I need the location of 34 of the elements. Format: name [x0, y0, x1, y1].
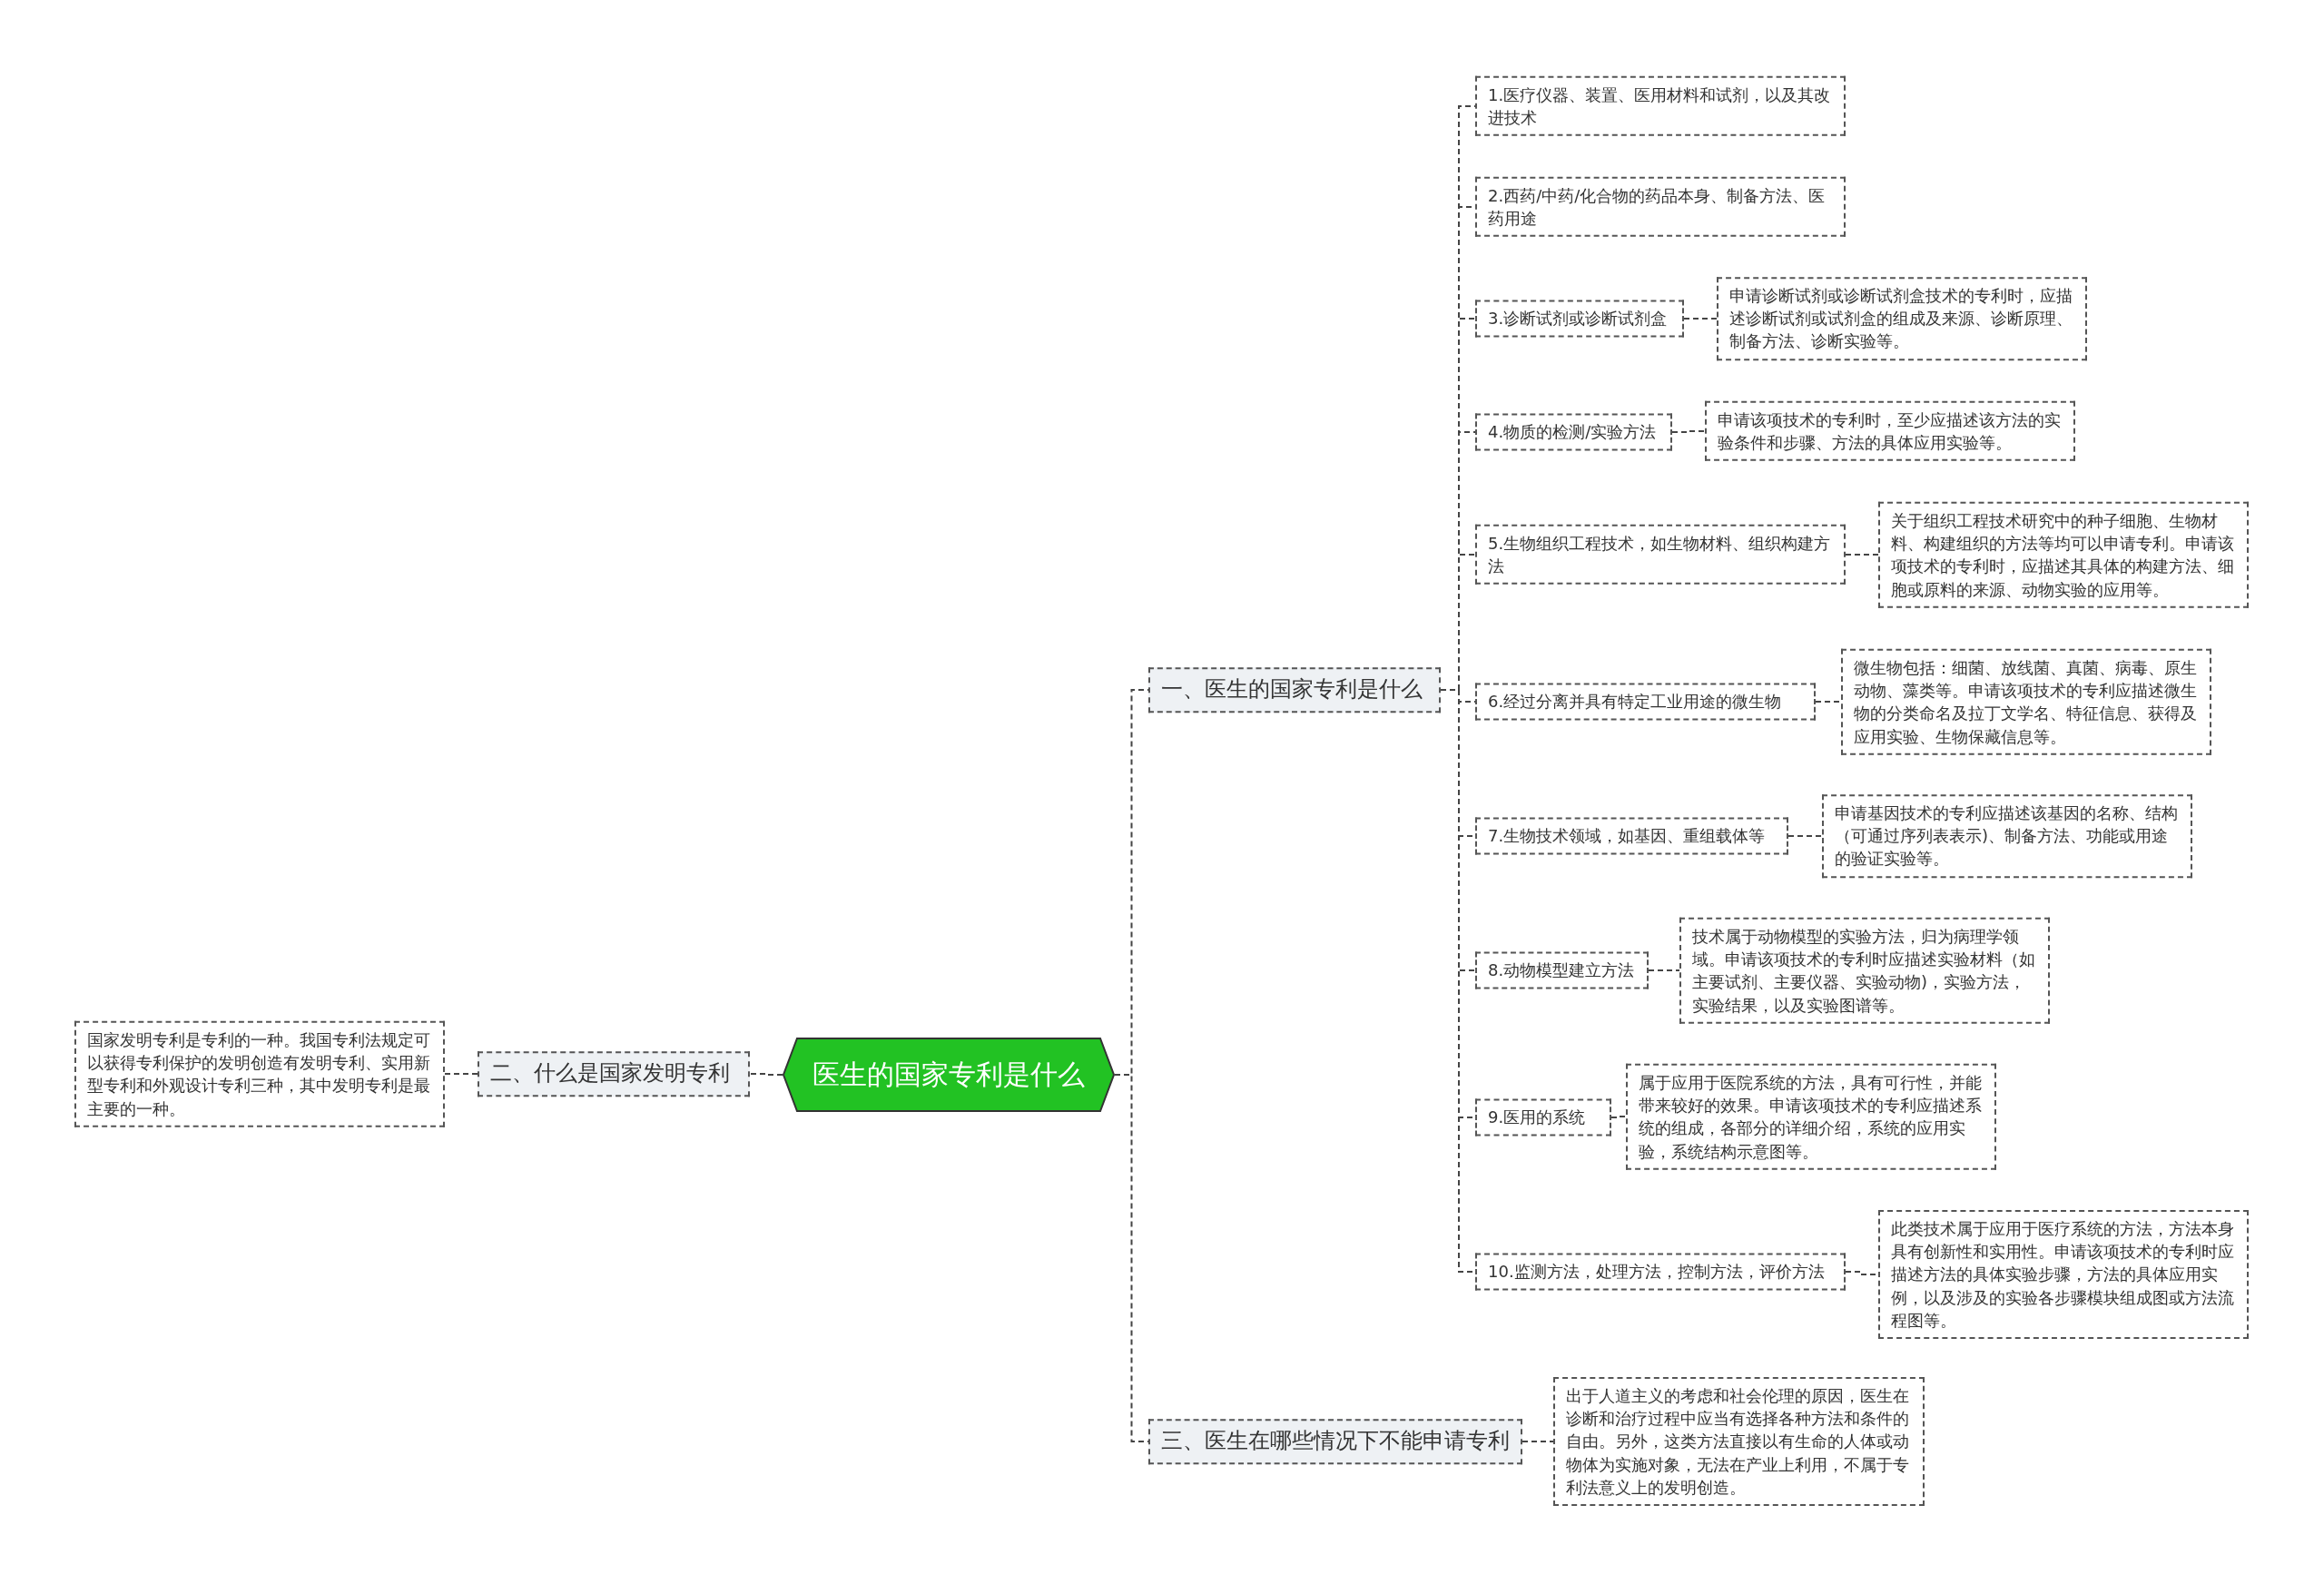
topic-box: 三、医生在哪些情况下不能申请专利: [1148, 1419, 1522, 1464]
text-box: 出于人道主义的考虑和社会伦理的原因，医生在诊断和治疗过程中应当有选择各种方法和条件的自由。另外，这类方法直接以有生命的人体或动物体为实施对象，无法在产业上利用，不属于专利法意义上的发明创造。: [1553, 1377, 1925, 1506]
text-box: 申请基因技术的专利应描述该基因的名称、结构（可通过序列表表示)、制备方法、功能或用途的验证实验等。: [1822, 794, 2192, 878]
connector: [1671, 430, 1706, 433]
topic-box: 一、医生的国家专利是什么: [1148, 667, 1441, 713]
text-box: 2.西药/中药/化合物的药品本身、制备方法、医药用途: [1475, 176, 1846, 238]
connector: [749, 1073, 783, 1076]
connector: [444, 1073, 478, 1075]
text-box: 微生物包括：细菌、放线菌、真菌、病毒、原生动物、藻类等。申请该项技术的专利应描述微生物的分类命名及拉丁文学名、特征信息、获得及应用实验、生物保藏信息等。: [1841, 648, 2211, 755]
connector: [1815, 701, 1842, 703]
connector: [1610, 1116, 1627, 1118]
text-box: 申请诊断试剂或诊断试剂盒技术的专利时，应描述诊断试剂或试剂盒的组成及来源、诊断原理、制备方法、诊断实验等。: [1717, 277, 2087, 360]
text-box: 7.生物技术领域，如基因、重组载体等: [1475, 817, 1788, 855]
text-box: 属于应用于医院系统的方法，具有可行性，并能带来较好的效果。申请该项技术的专利应描述系统的组成，各部分的详细介绍，系统的应用实验，系统结构示意图等。: [1626, 1063, 1996, 1170]
text-box: 6.经过分离并具有特定工业用途的微生物: [1475, 683, 1816, 721]
text-box: 9.医用的系统: [1475, 1098, 1611, 1136]
text-box: 3.诊断试剂或诊断试剂盒: [1475, 300, 1684, 338]
connector: [1845, 554, 1879, 556]
text-box: 10.监测方法，处理方法，控制方法，评价方法: [1475, 1253, 1846, 1291]
topic-box: 二、什么是国家发明专利: [478, 1051, 750, 1097]
connector: [1521, 1441, 1554, 1442]
text-box: 8.动物模型建立方法: [1475, 951, 1649, 989]
connector: [1648, 969, 1680, 971]
text-box: 关于组织工程技术研究中的种子细胞、生物材料、构建组织的方法等均可以申请专利。申请该项技术的专利时，应描述其具体的构建方法、细胞或原料的来源、动物实验的应用等。: [1878, 501, 2249, 608]
text-box: 国家发明专利是专利的一种。我国专利法规定可以获得专利保护的发明创造有发明专利、实用新型专利和外观设计专利三种，其中发明专利是最主要的一种。: [74, 1020, 445, 1127]
text-box: 技术属于动物模型的实验方法，归为病理学领域。申请该项技术的专利时应描述实验材料（如主要试剂、主要仪器、实验动物)，实验方法，实验结果，以及实验图谱等。: [1679, 917, 2050, 1024]
topic-hexagon: 医生的国家专利是什么: [783, 1038, 1115, 1112]
text-box: 申请该项技术的专利时，至少应描述该方法的实验条件和步骤、方法的具体应用实验等。: [1705, 400, 2075, 462]
text-box: 1.医疗仪器、装置、医用材料和试剂，以及其改进技术: [1475, 75, 1846, 137]
connector: [1787, 835, 1823, 837]
text-box: 此类技术属于应用于医疗系统的方法，方法本身具有创新性和实用性。申请该项技术的专利时应描述方法的具体实验步骤，方法的具体应用实例，以及涉及的实验各步骤模块组成图或方法流程图等。: [1878, 1210, 2249, 1339]
connector: [1683, 318, 1718, 320]
text-box: 4.物质的检测/实验方法: [1475, 413, 1672, 451]
text-box: 5.生物组织工程技术，如生物材料、组织构建方法: [1475, 524, 1846, 585]
